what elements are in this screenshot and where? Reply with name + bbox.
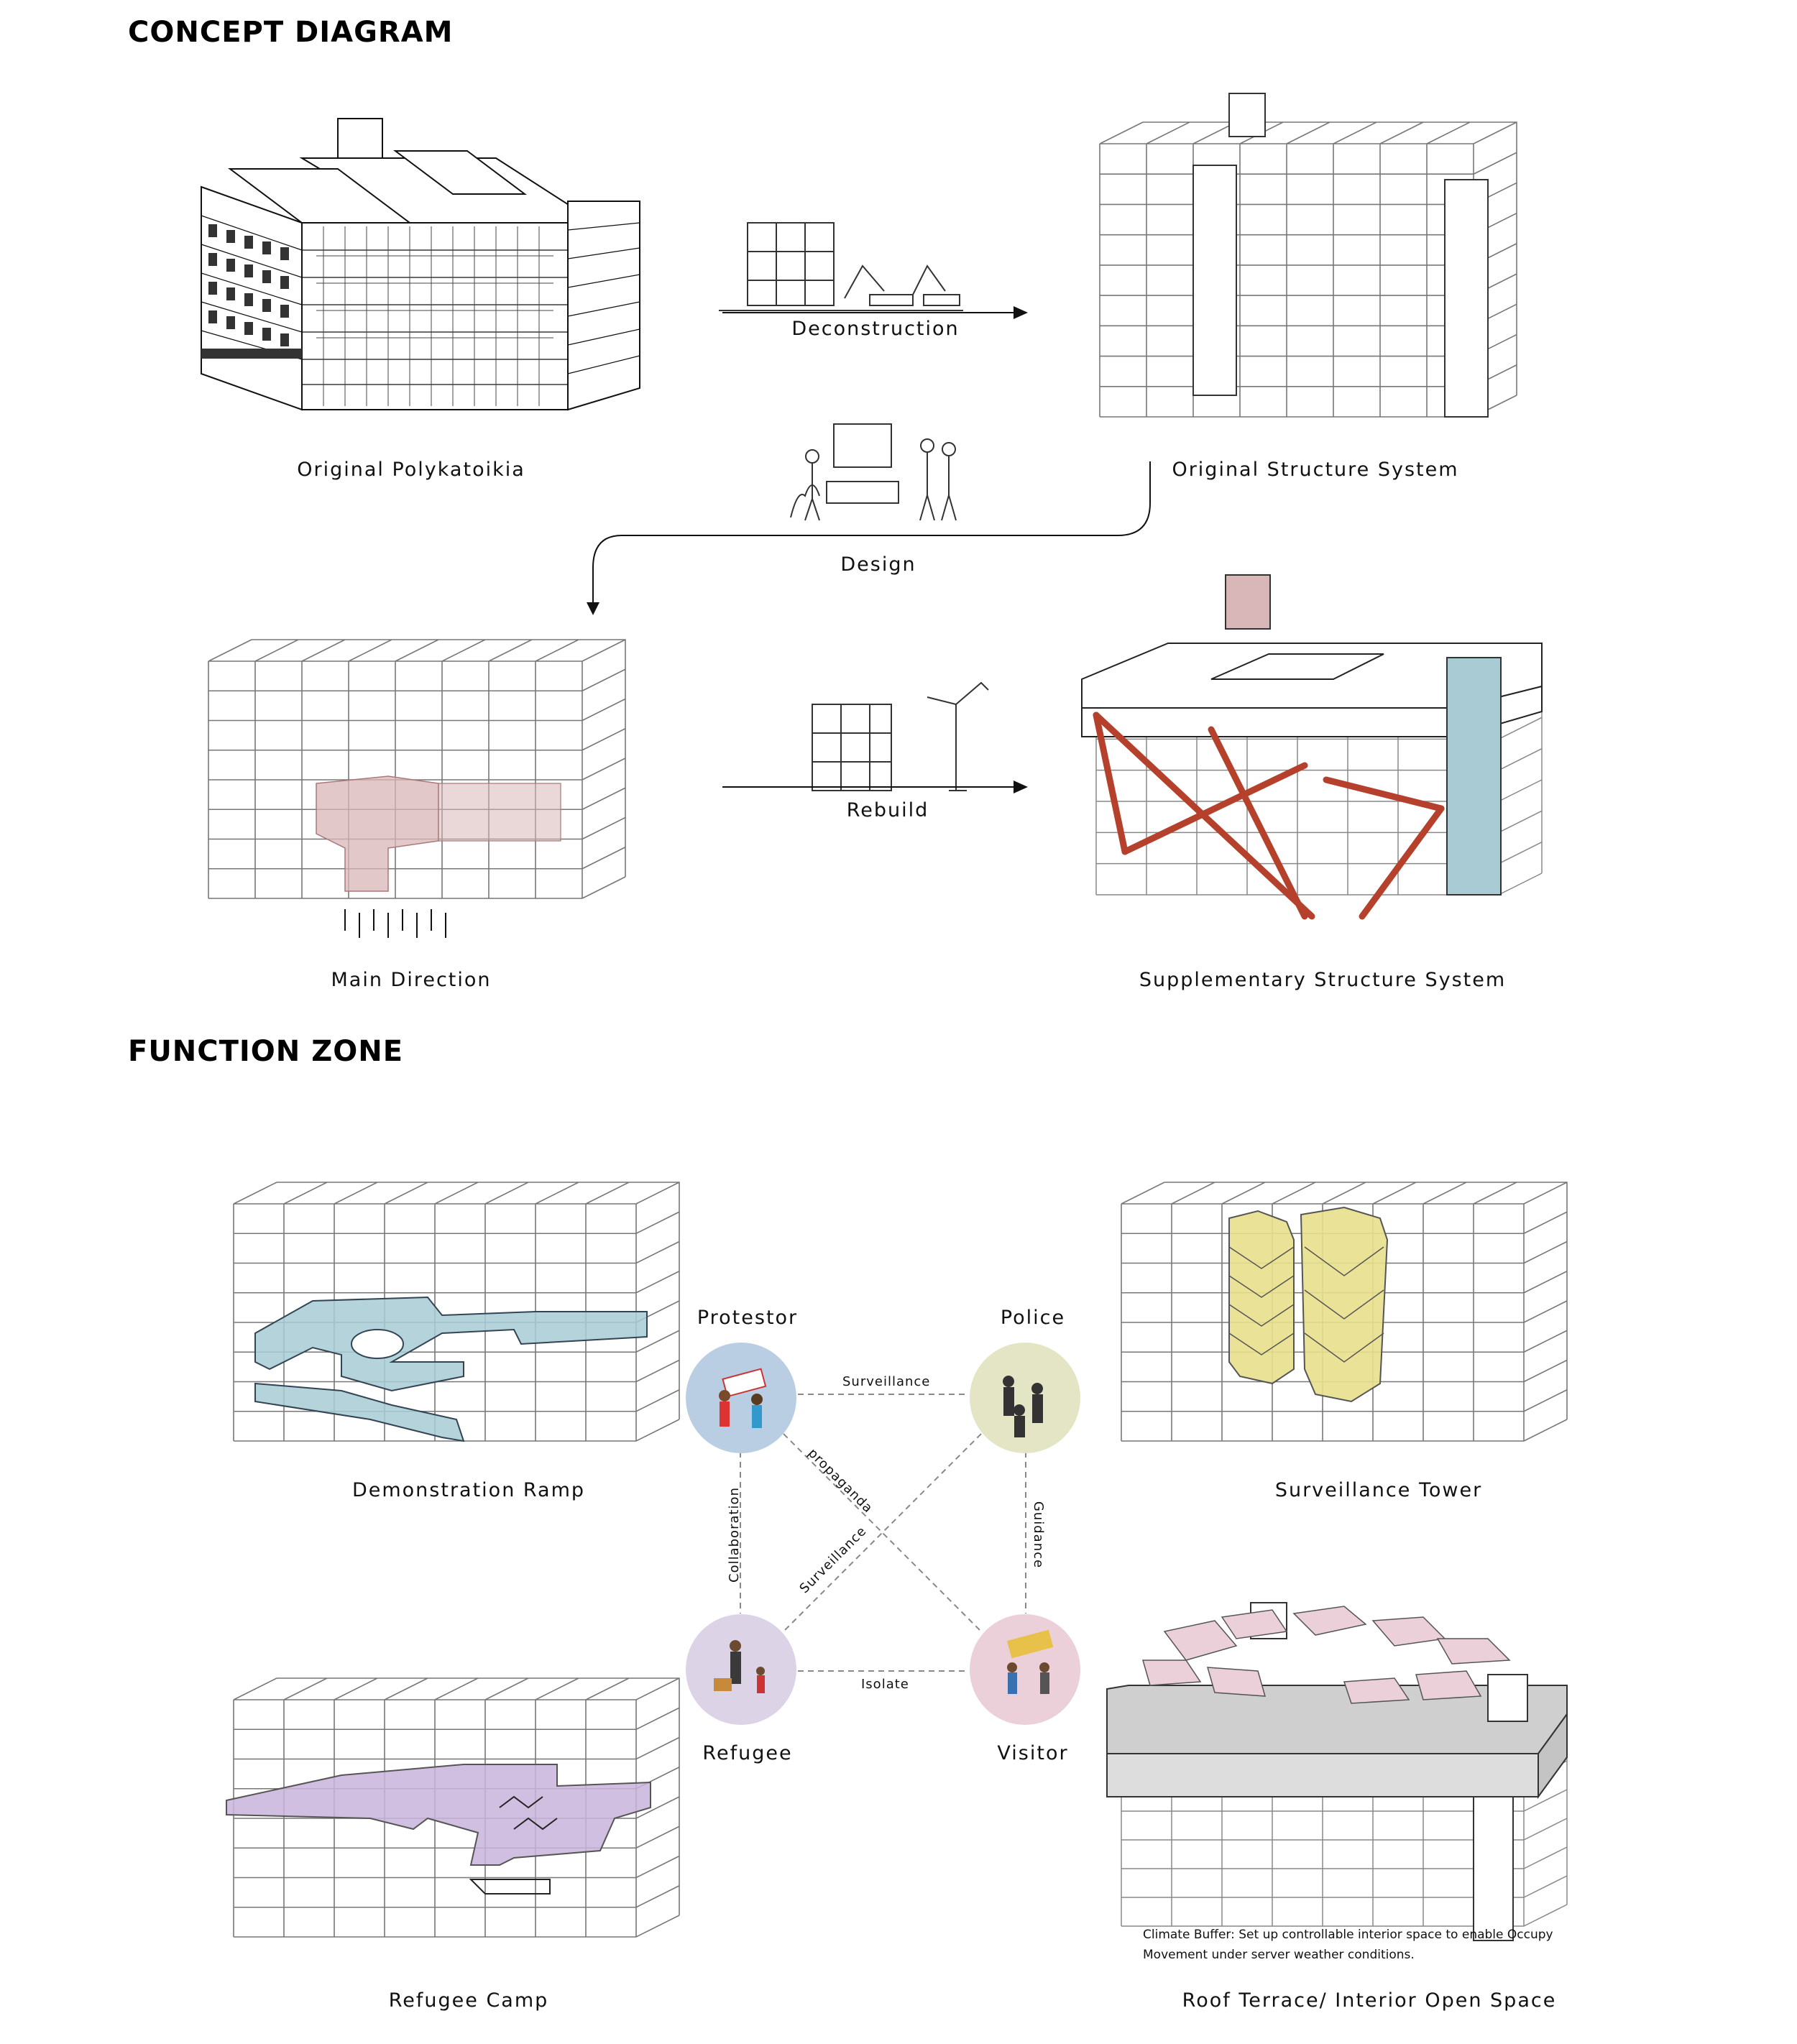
visitor-circle <box>970 1614 1080 1725</box>
surveillance-tower-label: Surveillance Tower <box>1275 1479 1482 1501</box>
relation-protestor-visitor: propaganda <box>805 1445 875 1516</box>
rebuild-arrow <box>722 776 1031 798</box>
deconstruction-label: Deconstruction <box>791 318 959 340</box>
supplementary-structure-drawing <box>1082 571 1571 945</box>
police-label: Police <box>1001 1307 1065 1329</box>
protestor-circle <box>686 1343 796 1453</box>
original-polykatoikia-label: Original Polykatoikia <box>297 459 525 481</box>
protestor-label: Protestor <box>697 1307 798 1329</box>
original-structure-label: Original Structure System <box>1172 459 1458 481</box>
police-avatar <box>969 1342 1084 1457</box>
relation-police-refugee: Surveillance <box>796 1524 869 1596</box>
main-direction-label: Main Direction <box>331 969 491 991</box>
supplementary-structure-label: Supplementary Structure System <box>1139 969 1506 991</box>
demonstration-ramp-label: Demonstration Ramp <box>352 1479 585 1501</box>
demonstration-ramp-drawing <box>226 1154 686 1491</box>
original-polykatoikia-drawing <box>194 86 654 446</box>
visitor-label: Visitor <box>997 1742 1068 1764</box>
surveillance-tower-drawing <box>1114 1154 1574 1491</box>
rebuild-label: Rebuild <box>847 799 929 821</box>
design-label: Design <box>840 553 916 576</box>
relation-refugee-visitor: Isolate <box>861 1677 909 1692</box>
relation-protestor-police: Surveillance <box>842 1374 930 1389</box>
climate-buffer-note: Climate Buffer: Set up controllable inte… <box>1143 1925 1603 1965</box>
relation-police-visitor: Guidance <box>1031 1501 1046 1568</box>
refugee-label: Refugee <box>702 1742 792 1764</box>
main-direction-drawing <box>201 618 661 956</box>
roof-terrace-label: Roof Terrace/ Interior Open Space <box>1182 1989 1557 2012</box>
relation-protestor-refugee: Collaboration <box>727 1487 742 1583</box>
refugee-avatar <box>685 1613 800 1728</box>
protestor-avatar <box>685 1342 800 1457</box>
refugee-camp-label: Refugee Camp <box>389 1989 549 2012</box>
function-zone-heading: FUNCTION ZONE <box>128 1035 403 1068</box>
visitor-avatar <box>969 1613 1084 1728</box>
roof-terrace-drawing <box>1107 1581 1567 1941</box>
concept-diagram-heading: CONCEPT DIAGRAM <box>128 16 453 49</box>
refugee-camp-drawing <box>226 1664 686 2002</box>
original-structure-grid-drawing <box>1085 86 1545 446</box>
